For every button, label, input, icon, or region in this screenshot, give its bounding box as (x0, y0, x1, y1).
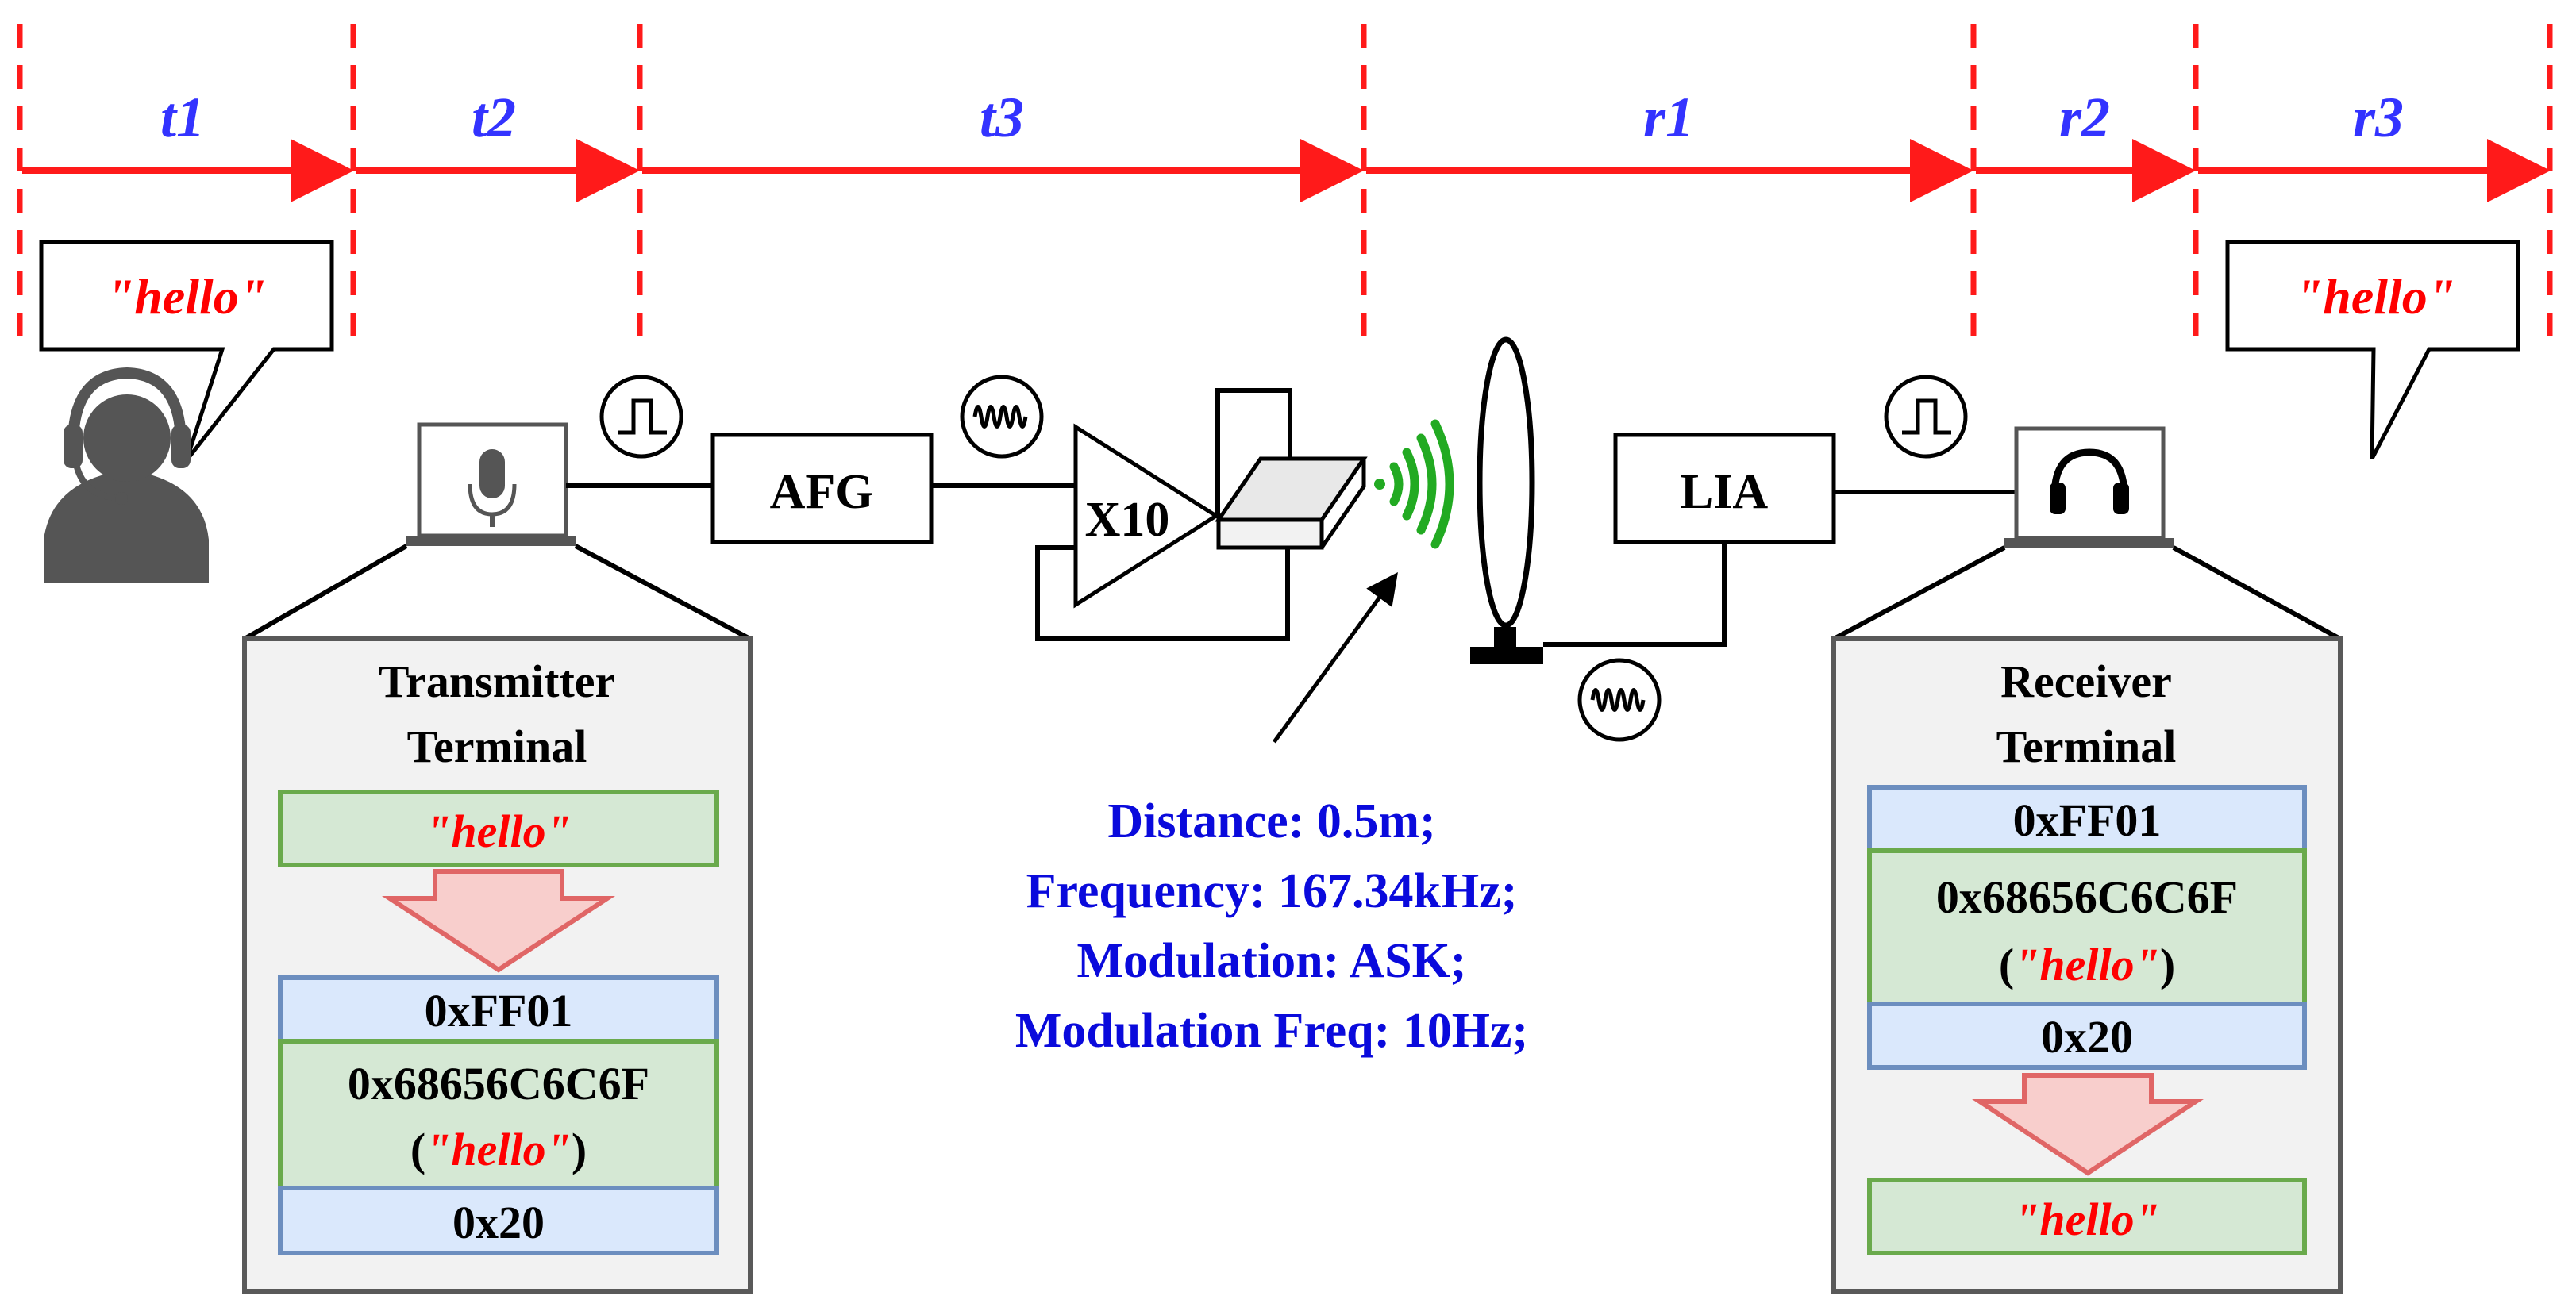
param-modulation-freq: Modulation Freq: 10Hz; (1015, 1004, 1528, 1058)
param-modulation: Modulation: ASK; (1077, 934, 1467, 988)
speech-bubble-left: "hello" (39, 240, 334, 462)
transmitter-zoom-lines (243, 544, 752, 641)
transmitter-payload-word-line: ("hello") (410, 1124, 587, 1175)
pointer-arrow (1272, 571, 1398, 744)
afg-box: AFG (710, 433, 934, 544)
phase-label-t3: t3 (980, 86, 1024, 149)
paren-close: ) (2160, 939, 2175, 990)
phase-label-t1: t1 (160, 86, 205, 149)
transmitter-payload-field: 0x68656C6C6F ("hello") (278, 1039, 719, 1190)
square-wave-icon (1884, 375, 1968, 459)
receiver-header-text: 0xFF01 (2013, 794, 2162, 846)
transmitter-header-field: 0xFF01 (278, 975, 719, 1044)
microphone-icon (468, 449, 517, 527)
transmitter-input-text: "hello" (425, 806, 572, 857)
transmitter-footer-field: 0x20 (278, 1186, 719, 1255)
paren-open: ( (410, 1124, 425, 1175)
transmitter-footer-text: 0x20 (452, 1197, 545, 1248)
amplifier-icon: X10 (1073, 423, 1220, 609)
sine-wave-icon (960, 375, 1044, 459)
amplifier-label: X10 (1085, 493, 1170, 547)
receiver-payload-hex: 0x68656C6C6F (1936, 871, 2238, 923)
amplifier-wiring (1035, 388, 1292, 641)
param-frequency: Frequency: 167.34kHz; (1026, 864, 1518, 918)
transmitter-terminal: Transmitter Terminal "hello" 0xFF01 0x68… (242, 636, 753, 1294)
receiver-decode-arrow (1972, 1073, 2204, 1176)
paren-open: ( (1999, 939, 2014, 990)
speech-bubble-right: "hello" (2225, 240, 2520, 460)
sine-wave-icon (1577, 658, 1662, 742)
transmitter-title-line1: Transmitter (379, 656, 616, 707)
lia-label: LIA (1681, 465, 1768, 519)
phase-label-t2: t2 (472, 86, 516, 149)
transmitter-coil-plate (1215, 456, 1368, 550)
link-parameters: Distance: 0.5m; Frequency: 167.34kHz; Mo… (1015, 794, 1528, 1058)
receiver-payload-word-line: ("hello") (1999, 939, 2175, 990)
receiver-laptop (2004, 426, 2174, 548)
receiver-payload-field: 0x68656C6C6F ("hello") (1867, 848, 2307, 1006)
phase-label-r2: r2 (2059, 86, 2110, 149)
speech-bubble-right-text: "hello" (2295, 268, 2456, 325)
timeline: t1 t2 t3 r1 r2 r3 (17, 24, 2553, 353)
loop-antenna-icon (1470, 336, 1543, 664)
receiver-header-field: 0xFF01 (1867, 785, 2307, 853)
wireless-signal-icon (1374, 419, 1454, 549)
transmitter-header-text: 0xFF01 (425, 985, 573, 1036)
transmitter-payload-hex: 0x68656C6C6F (348, 1058, 649, 1109)
receiver-output-field: "hello" (1867, 1178, 2307, 1255)
receiver-payload-word: "hello" (2014, 939, 2160, 990)
receiver-zoom-lines (1832, 545, 2342, 641)
paren-close: ) (572, 1124, 587, 1175)
transmitter-input-field: "hello" (278, 790, 719, 867)
receiver-footer-text: 0x20 (2041, 1011, 2133, 1063)
transmitter-encode-arrow (381, 869, 616, 973)
transmitter-title-line2: Terminal (407, 721, 587, 772)
phase-label-r1: r1 (1643, 86, 1694, 149)
param-distance: Distance: 0.5m; (1107, 794, 1435, 848)
headphones-icon (2050, 448, 2129, 514)
wire (1543, 542, 1727, 647)
transmitter-laptop (406, 422, 576, 546)
receiver-title-line1: Receiver (2000, 656, 2172, 707)
receiver-footer-field: 0x20 (1867, 1002, 2307, 1070)
receiver-terminal: Receiver Terminal 0xFF01 0x68656C6C6F ("… (1831, 636, 2343, 1294)
speech-bubble-left-text: "hello" (106, 268, 268, 325)
square-wave-icon (599, 375, 683, 459)
transmitter-payload-word: "hello" (425, 1124, 572, 1175)
afg-label: AFG (770, 465, 874, 519)
receiver-output-text: "hello" (2014, 1194, 2160, 1245)
lia-box: LIA (1613, 433, 1836, 544)
headset-user-icon (44, 367, 209, 583)
receiver-title-line2: Terminal (1996, 721, 2177, 772)
phase-label-r3: r3 (2353, 86, 2404, 149)
